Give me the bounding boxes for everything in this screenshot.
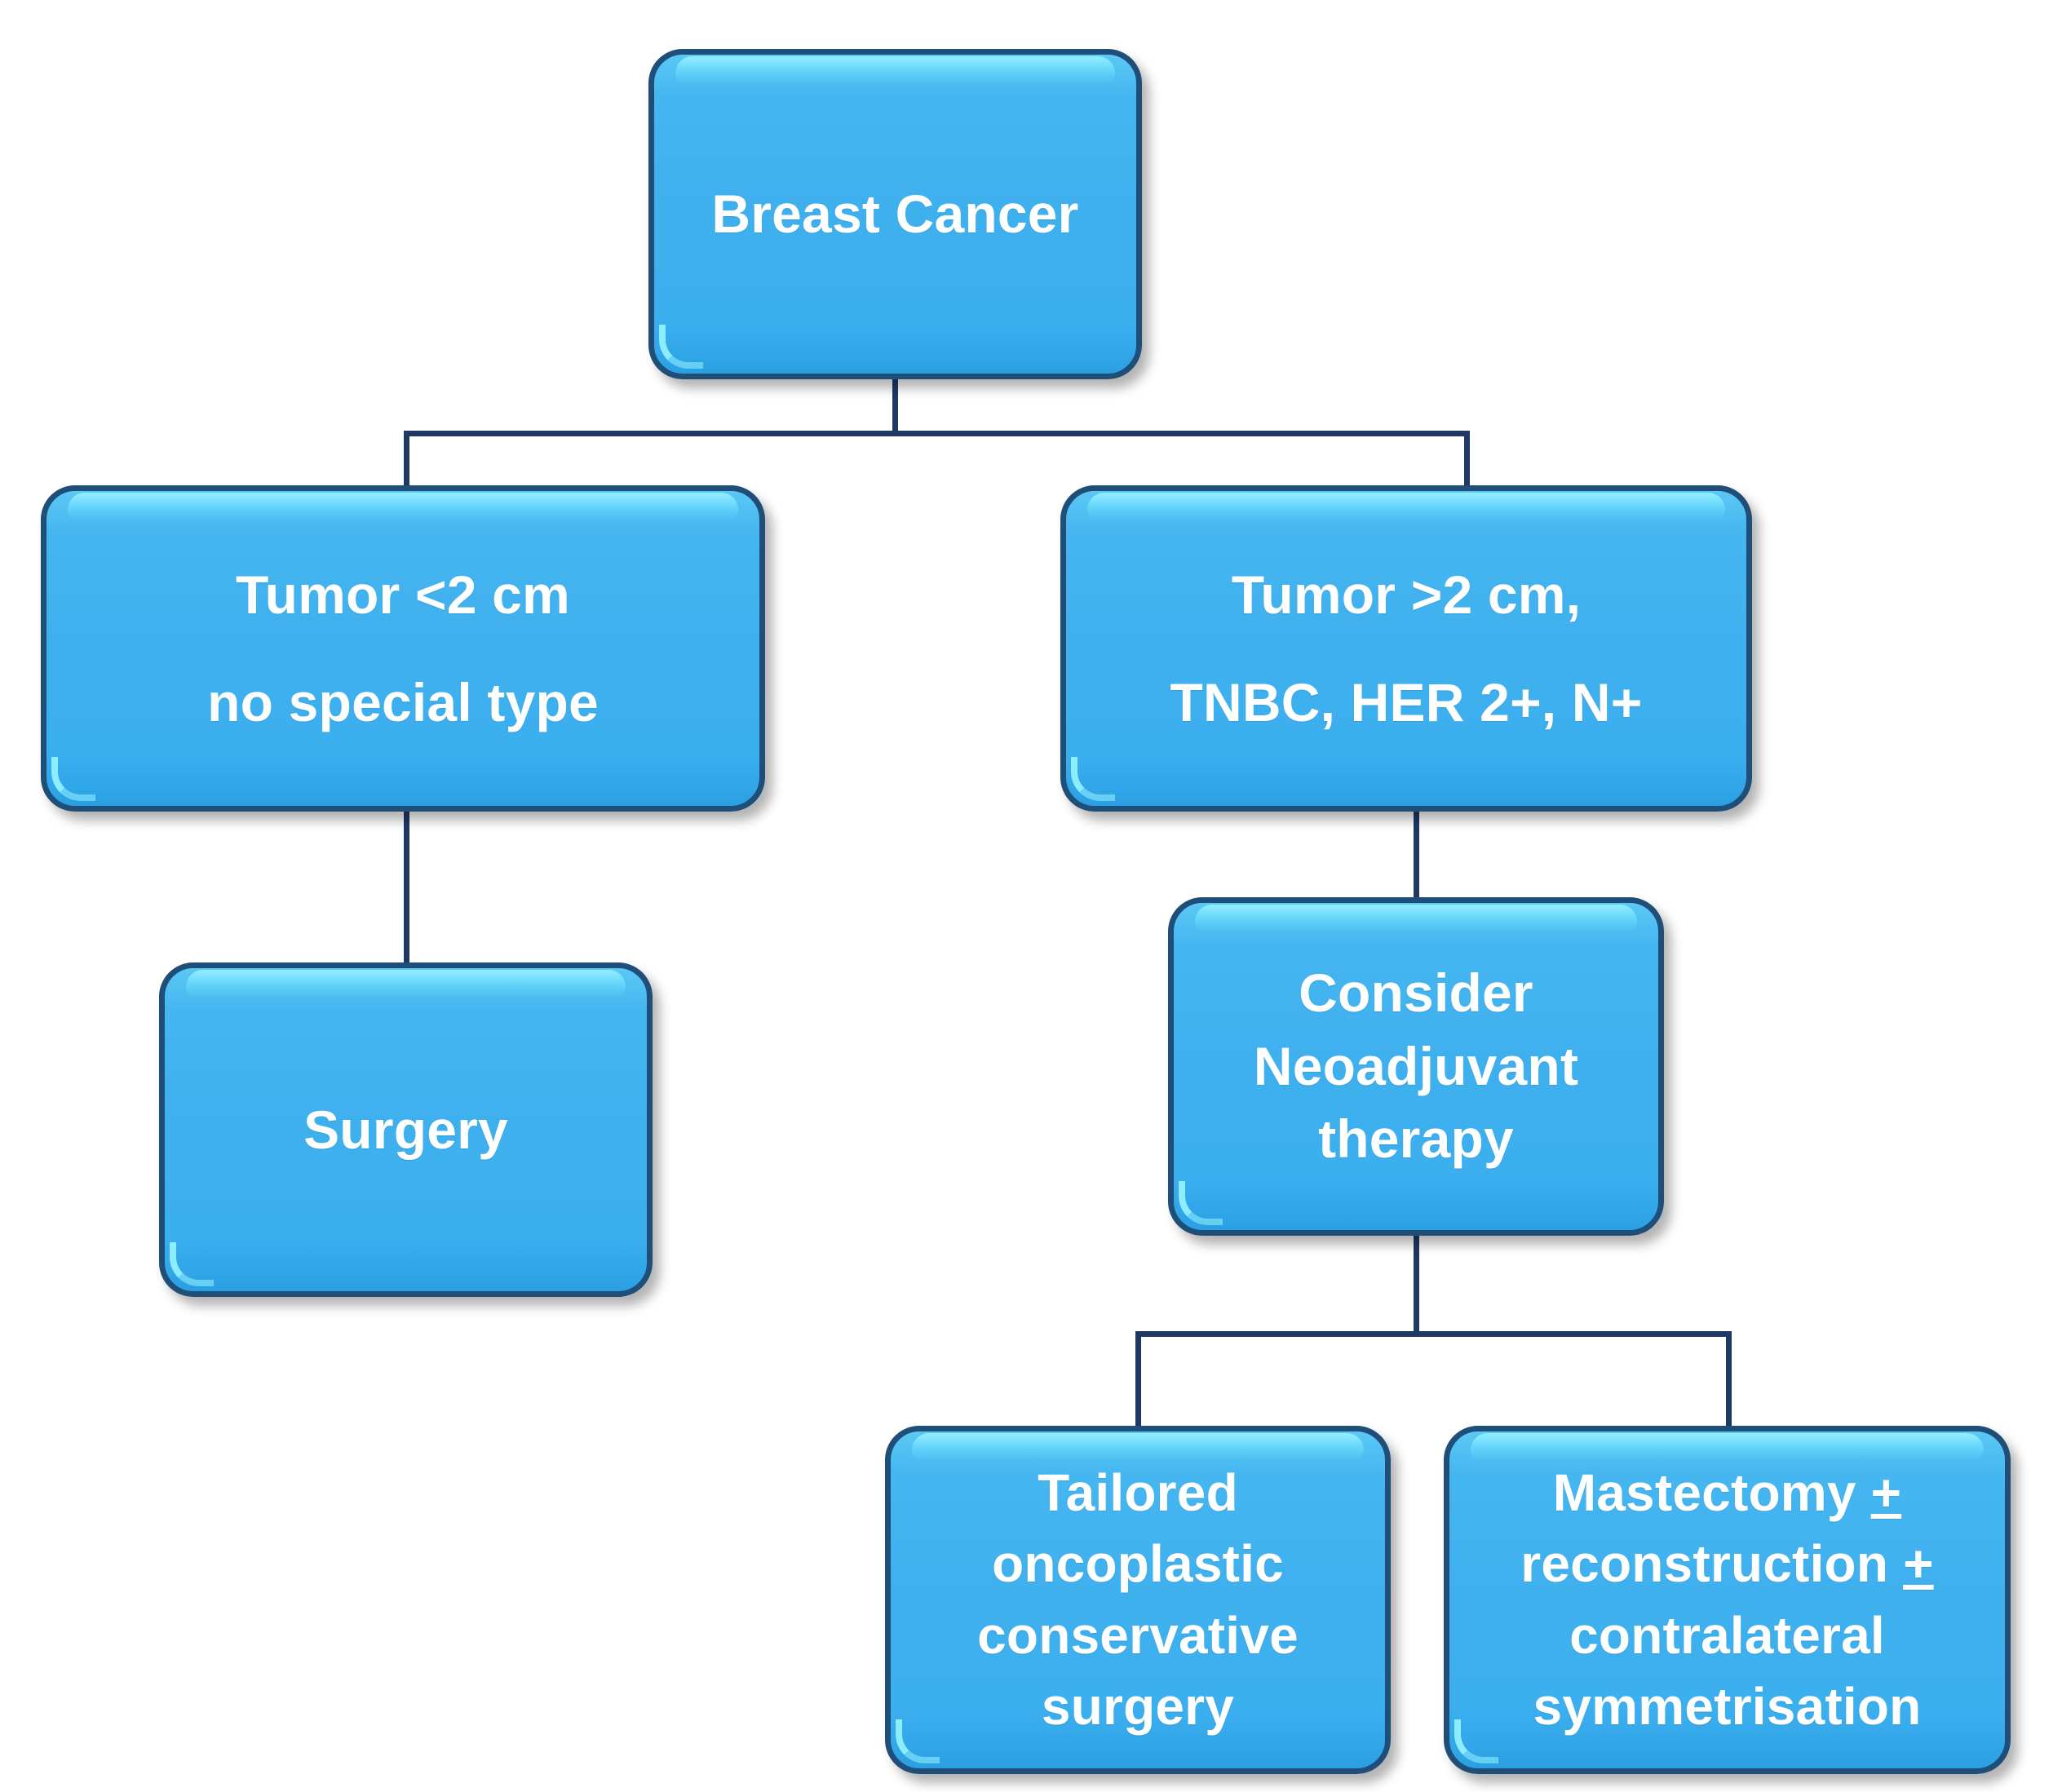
connector-neoadjuvant-bar [1135,1331,1732,1337]
connector-to-oncoplastic [1135,1331,1141,1431]
node-tumor-large[interactable]: Tumor >2 cm, TNBC, HER 2+, N+ [1060,485,1752,812]
node-surgery-label: Surgery [303,1099,508,1160]
connector-to-small-tumor [404,431,409,489]
node-breast-cancer[interactable]: Breast Cancer [648,49,1142,379]
node-tailored-oncoplastic-conservative-surgery-label: Tailored oncoplastic conservative surger… [977,1463,1299,1736]
node-tumor-small[interactable]: Tumor <2 cm no special type [41,485,765,812]
node-tailored-oncoplastic-conservative-surgery[interactable]: Tailored oncoplastic conservative surger… [885,1426,1391,1774]
node-breast-cancer-label: Breast Cancer [711,184,1079,245]
connector-to-large-tumor [1464,431,1470,489]
node-mastectomy-reconstruction-symmetrisation[interactable]: Mastectomy + reconstruction + contralate… [1444,1426,2011,1774]
plus-minus-symbol: + [1903,1534,1934,1594]
connector-root-bar [404,431,1470,436]
connector-root-stem [892,377,898,436]
node-consider-neoadjuvant-therapy-label: Consider Neoadjuvant therapy [1253,962,1579,1170]
connector-to-mastectomy [1726,1331,1732,1431]
connector-smalltumor-surgery [404,808,409,967]
node-consider-neoadjuvant-therapy[interactable]: Consider Neoadjuvant therapy [1168,897,1664,1236]
plus-minus-symbol: + [1870,1463,1902,1523]
node-tumor-large-label: Tumor >2 cm, TNBC, HER 2+, N+ [1170,564,1643,732]
connector-neoadjuvant-stem [1414,1232,1419,1336]
node-tumor-small-label: Tumor <2 cm no special type [207,564,599,732]
node-surgery[interactable]: Surgery [159,962,653,1297]
connector-largetumor-neoadjuvant [1414,808,1419,902]
node-mastectomy-reconstruction-symmetrisation-label: Mastectomy + reconstruction + contralate… [1520,1463,1934,1736]
